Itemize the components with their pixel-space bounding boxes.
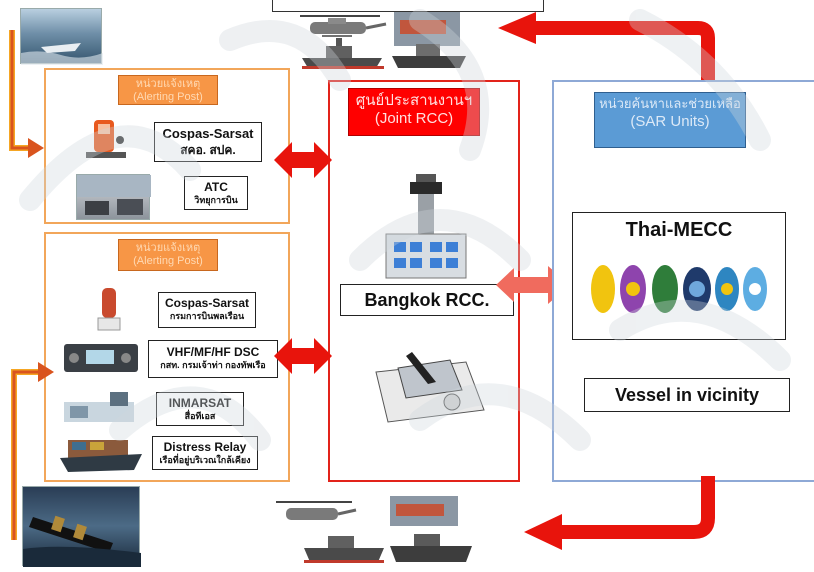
- joint-rcc-panel: ศูนย์ประสานงานฯ (Joint RCC) Bangkok RCC.: [328, 80, 520, 482]
- atc-title: ATC: [204, 180, 228, 194]
- distress-sub: เรือที่อยู่บริเวณใกล้เคียง: [159, 455, 251, 465]
- sinking-ship-icon: [22, 486, 141, 567]
- top-vehicles: [300, 12, 466, 69]
- arrow-sar-to-bottom-vehicles: [524, 476, 715, 550]
- bangkok-rcc-box: Bangkok RCC.: [340, 284, 514, 316]
- cospas-sarsat-bottom-box: Cospas-Sarsat กรมการบินพลเรือน: [158, 292, 256, 328]
- alerting-post-top-panel: หน่วยแจ้งเหตุ (Alerting Post) Cospas-Sar…: [44, 68, 290, 224]
- joint-rcc-label: ศูนย์ประสานงานฯ (Joint RCC): [348, 88, 480, 136]
- helicopter-icon: [276, 501, 357, 520]
- arrow-rcc-to-sar: [496, 266, 570, 304]
- boat-icon: [21, 43, 103, 65]
- sea-rescue-photo: [20, 8, 103, 65]
- distress-title: Distress Relay: [163, 440, 247, 454]
- helicopter-icon: [300, 15, 387, 37]
- double-arrow-bottom: [274, 338, 332, 374]
- sar-units-label-th: หน่วยค้นหาและช่วยเหลือ: [599, 96, 741, 111]
- joint-rcc-label-th: ศูนย์ประสานงานฯ: [355, 92, 473, 109]
- top-frame: [272, 0, 544, 12]
- alerting-post-bottom-panel: หน่วยแจ้งเหตุ (Alerting Post) Cospas-Sar…: [44, 232, 290, 482]
- alerting-post-top-label: หน่วยแจ้งเหตุ (Alerting Post): [118, 75, 218, 105]
- cospas-beacon-icon: [97, 288, 121, 331]
- double-arrow-top: [274, 142, 332, 178]
- inmarsat-box: INMARSAT สื่อทีเอส: [156, 392, 244, 426]
- joint-rcc-label-en: (Joint RCC): [374, 110, 454, 127]
- cospas-top-title: Cospas-Sarsat: [162, 126, 254, 141]
- atc-box: ATC วิทยุการบิน: [184, 176, 248, 210]
- distress-relay-box: Distress Relay เรือที่อยู่บริเวณใกล้เคีย…: [152, 436, 258, 470]
- cospas-bottom-sub: กรมการบินพลเรือน: [169, 311, 245, 321]
- arrow-sar-to-vehicles: [498, 12, 715, 80]
- radio-set-icon: [64, 344, 138, 372]
- atc-room-icon: [76, 174, 151, 220]
- cargo-ship-icon: [390, 496, 458, 526]
- inmarsat-sub: สื่อทีเอส: [184, 411, 216, 421]
- atc-sub: วิทยุการบิน: [194, 195, 238, 205]
- cargo-ship-icon: [392, 12, 466, 68]
- navy-ship-icon: [390, 534, 472, 562]
- control-tower-icon: [385, 174, 467, 279]
- vhf-dsc-box: VHF/MF/HF DSC กสท. กรมเจ้าท่า กองทัพเรือ: [148, 340, 278, 378]
- navy-ship-icon: [304, 536, 384, 563]
- cospas-bottom-title: Cospas-Sarsat: [164, 296, 250, 310]
- cospas-sarsat-top-box: Cospas-Sarsat สคอ. สปค.: [154, 122, 262, 162]
- navy-ship-icon: [302, 38, 384, 69]
- emblem-row: [591, 265, 767, 313]
- inmarsat-terminal-icon: [64, 392, 134, 422]
- alerting-post-bottom-label: หน่วยแจ้งเหตุ (Alerting Post): [118, 239, 218, 271]
- thai-mecc-title: Thai-MECC: [625, 219, 733, 241]
- arrow-sea-to-alert: [9, 30, 44, 158]
- sar-units-label-en: (SAR Units): [630, 113, 710, 130]
- epirb-beacon-icon: [86, 120, 126, 158]
- bottom-vehicles: [276, 496, 472, 563]
- inmarsat-title: INMARSAT: [168, 396, 232, 410]
- desk-map-icon: [375, 352, 485, 423]
- vhf-sub: กสท. กรมเจ้าท่า กองทัพเรือ: [160, 360, 266, 370]
- arrow-ship-to-alert: [11, 362, 54, 540]
- cospas-top-sub: สคอ. สปค.: [180, 143, 236, 157]
- sar-units-panel: หน่วยค้นหาและช่วยเหลือ (SAR Units) Thai-…: [552, 80, 814, 482]
- emblem-icon: [591, 265, 767, 313]
- vhf-title: VHF/MF/HF DSC: [166, 345, 260, 359]
- thai-mecc-box: Thai-MECC: [572, 212, 786, 340]
- vessel-in-vicinity-box: Vessel in vicinity: [584, 378, 790, 412]
- sar-units-label: หน่วยค้นหาและช่วยเหลือ (SAR Units): [594, 92, 746, 148]
- cargo-ship-relay-icon: [60, 440, 142, 472]
